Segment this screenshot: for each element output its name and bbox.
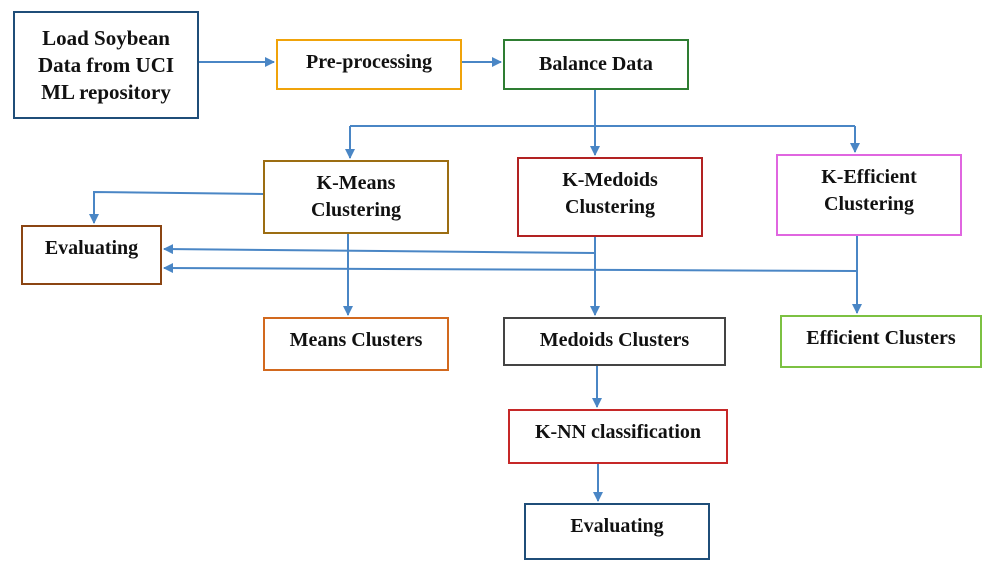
arrow-kmeans-to-evaluating: [89, 190, 264, 224]
medoids-clusters-label: Medoids Clusters: [539, 329, 690, 351]
evaluating-bottom-label: Evaluating: [570, 515, 664, 537]
means-clusters-node: Means Clusters: [263, 317, 449, 371]
load-data-label: Load Soybean Data from UCI ML repository: [37, 25, 175, 104]
efficient-clusters-node: Efficient Clusters: [780, 315, 982, 368]
kmeans-clustering-label: K-Means Clustering: [311, 172, 401, 221]
evaluating-top-label: Evaluating: [44, 237, 139, 259]
kefficient-clustering-label: K-Efficient Clustering: [821, 166, 917, 215]
load-data-node: Load Soybean Data from UCI ML repository: [13, 11, 199, 119]
kmedoids-clustering-label: K-Medoids Clustering: [562, 169, 658, 218]
evaluating-node-bottom: Evaluating: [524, 503, 710, 560]
balance-data-node: Balance Data: [503, 39, 689, 90]
preprocessing-node: Pre-processing: [276, 39, 462, 90]
knn-classification-node: K-NN classification: [508, 409, 728, 464]
arrow-kefficient-to-evaluating: [163, 263, 858, 274]
preprocessing-label: Pre-processing: [306, 51, 432, 73]
kefficient-clustering-node: K-Efficient Clustering: [776, 154, 962, 236]
arrow-kmedoids-to-evaluating: [163, 244, 596, 255]
balance-data-label: Balance Data: [539, 53, 653, 75]
evaluating-node-top: Evaluating: [21, 225, 162, 285]
kmeans-clustering-node: K-Means Clustering: [263, 160, 449, 234]
efficient-clusters-label: Efficient Clusters: [806, 327, 956, 349]
medoids-clusters-node: Medoids Clusters: [503, 317, 726, 366]
means-clusters-label: Means Clusters: [289, 329, 423, 351]
kmedoids-clustering-node: K-Medoids Clustering: [517, 157, 703, 237]
knn-classification-label: K-NN classification: [534, 421, 702, 443]
